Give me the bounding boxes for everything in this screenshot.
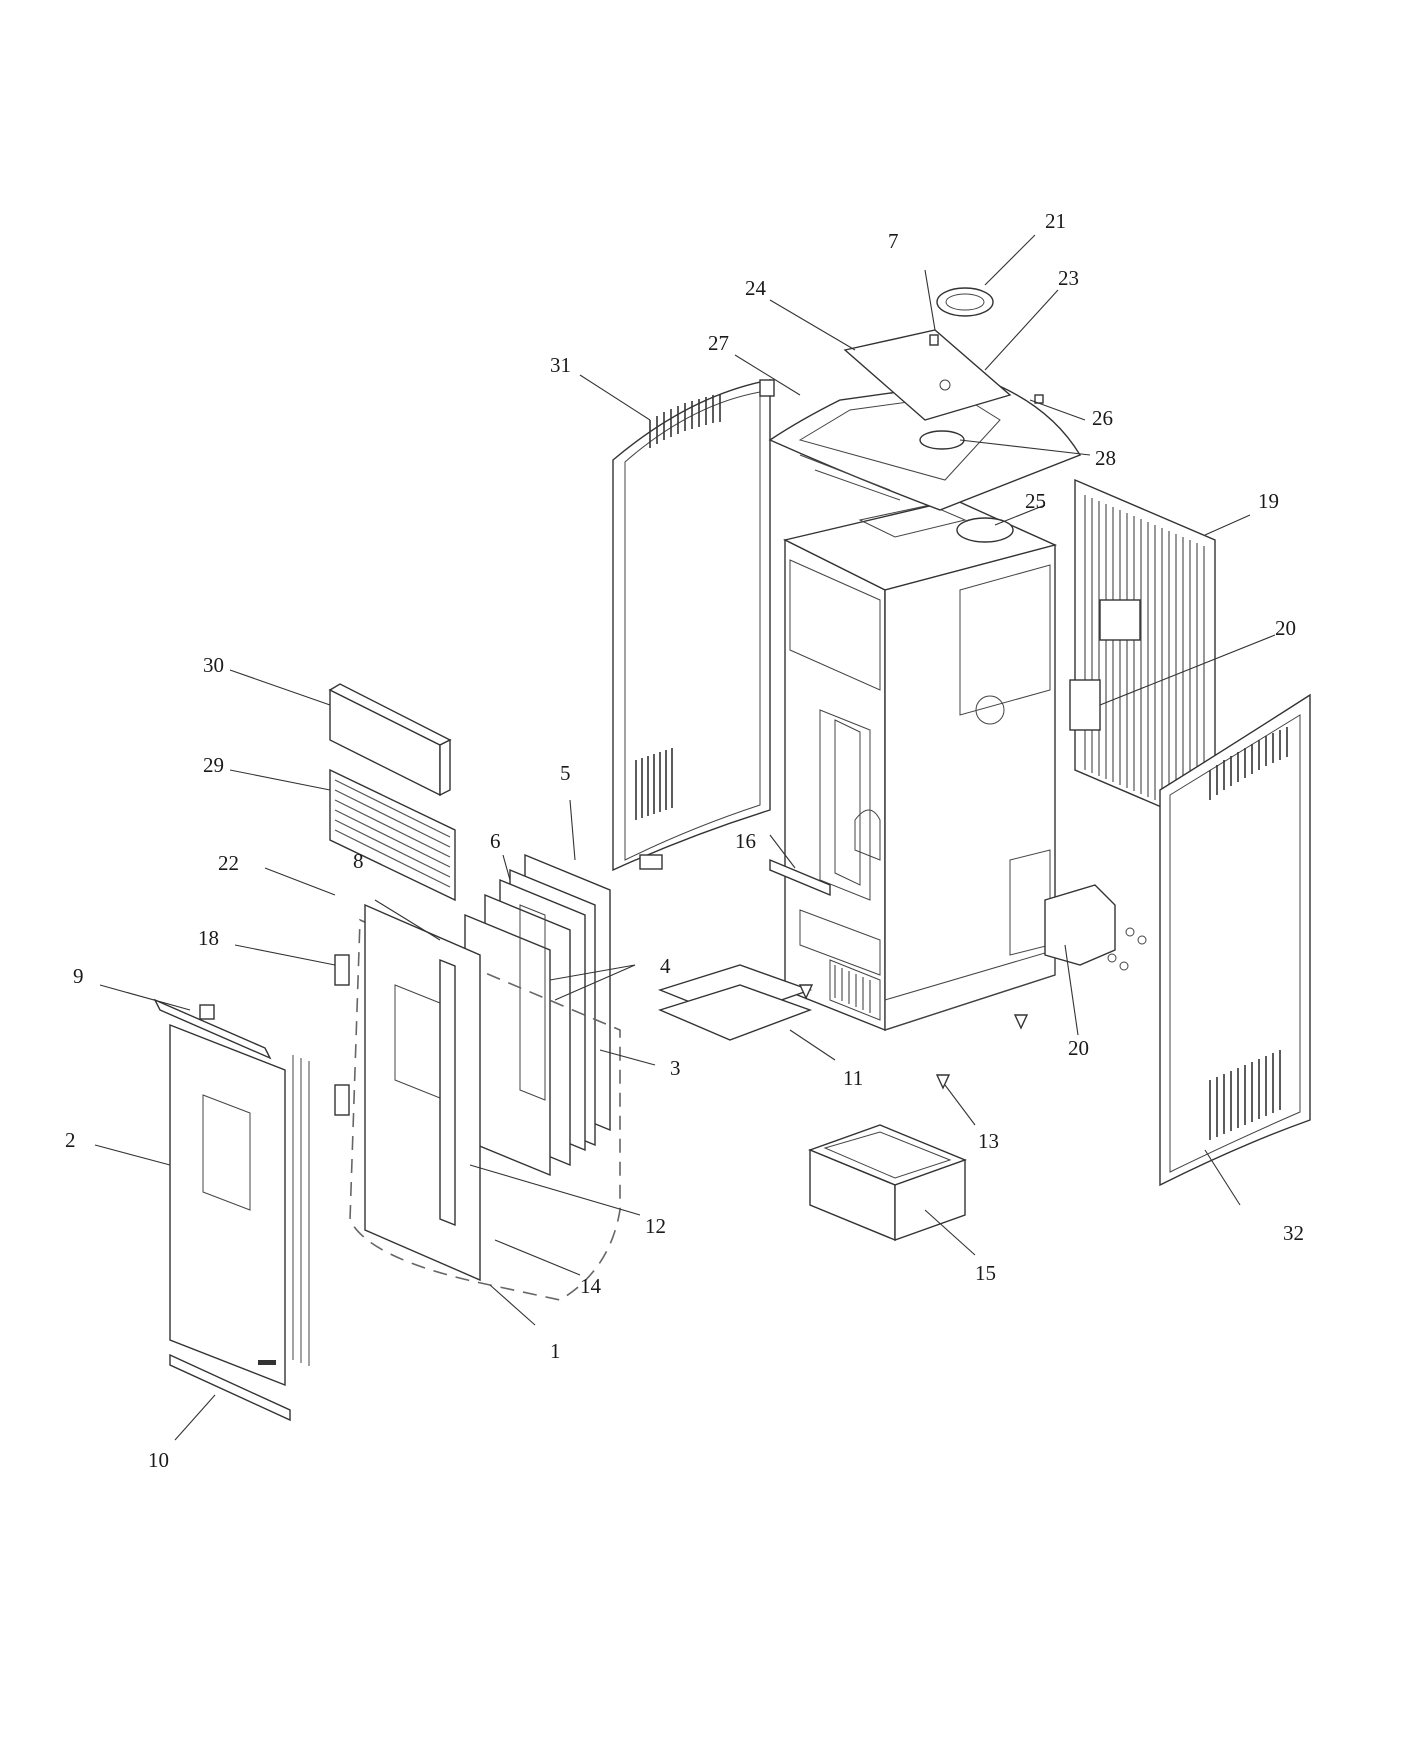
label-4: 4 (660, 954, 671, 978)
glass-pane-frames (464, 853, 611, 1177)
label-29: 29 (203, 753, 224, 777)
left-side-panel (612, 379, 775, 872)
label-3: 3 (670, 1056, 681, 1080)
label-5: 5 (560, 761, 571, 785)
label-26: 26 (1092, 406, 1113, 430)
label-6: 6 (490, 829, 501, 853)
front-glass-door (169, 1023, 310, 1387)
screw-7 (929, 334, 939, 346)
label-22: 22 (218, 851, 239, 875)
right-side-panel (1159, 693, 1311, 1187)
label-32: 32 (1283, 1221, 1304, 1245)
label-11: 11 (843, 1066, 863, 1090)
access-plate (1044, 884, 1147, 971)
door-top-hinge-bar (153, 998, 272, 1060)
feet-13 (798, 984, 1029, 1090)
label-14: 14 (580, 1274, 602, 1298)
label-18: 18 (198, 926, 219, 950)
label-12: 12 (645, 1214, 666, 1238)
door-assembly (334, 903, 621, 1301)
label-20-upper: 20 (1275, 616, 1296, 640)
top-lid (843, 329, 1012, 421)
label-28: 28 (1095, 446, 1116, 470)
door-logo-mark (258, 1360, 276, 1365)
part-number-labels: 21 23 7 24 27 31 26 28 25 19 20 20 32 15… (65, 209, 1304, 1472)
label-2: 2 (65, 1128, 76, 1152)
air-duct-cover (328, 683, 452, 797)
label-25: 25 (1025, 489, 1046, 513)
label-10: 10 (148, 1448, 169, 1472)
top-cover (768, 379, 1082, 511)
label-31: 31 (550, 353, 571, 377)
flue-ring (936, 287, 994, 317)
label-9: 9 (73, 964, 84, 988)
leader-lines (94, 234, 1276, 1441)
stove-main-body (769, 499, 1058, 1032)
label-15: 15 (975, 1261, 996, 1285)
air-duct-grille (329, 768, 456, 902)
label-27: 27 (708, 331, 729, 355)
ash-drawer (808, 1124, 967, 1242)
back-panel (1069, 478, 1216, 832)
label-13: 13 (978, 1129, 999, 1153)
label-7: 7 (888, 229, 899, 253)
label-30: 30 (203, 653, 224, 677)
label-16: 16 (735, 829, 756, 853)
label-20-lower: 20 (1068, 1036, 1089, 1060)
label-19: 19 (1258, 489, 1279, 513)
label-1: 1 (550, 1339, 561, 1363)
label-21: 21 (1045, 209, 1066, 233)
label-23: 23 (1058, 266, 1079, 290)
label-24: 24 (745, 276, 767, 300)
door-bottom-bar (169, 1353, 291, 1422)
label-8: 8 (353, 849, 364, 873)
